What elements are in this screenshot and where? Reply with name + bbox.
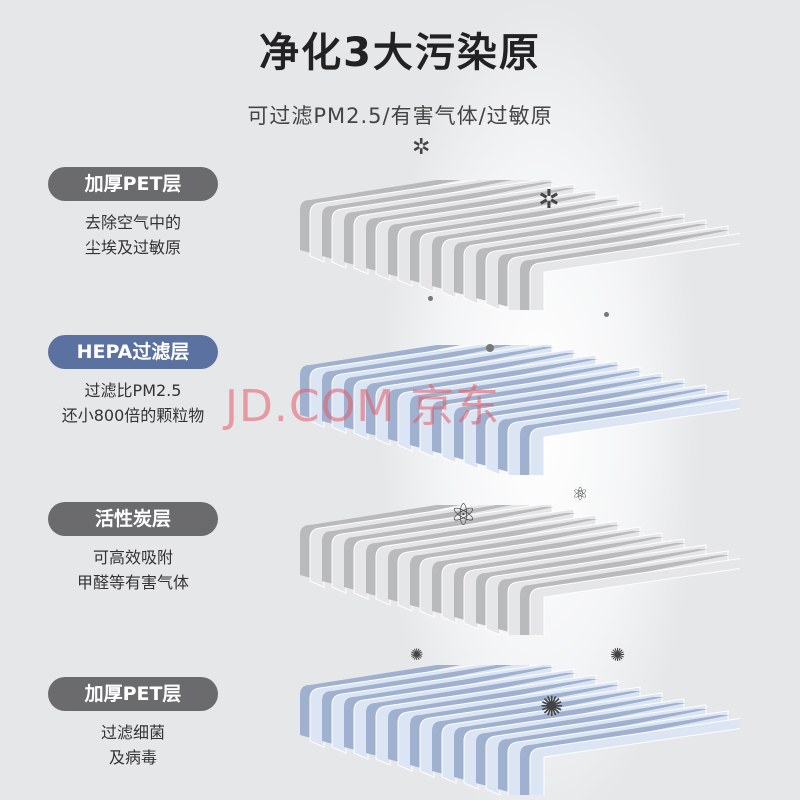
filter-pleat <box>322 345 513 427</box>
layer-desc: 可高效吸附甲醛等有害气体 <box>76 548 189 592</box>
layer-label: 加厚PET层 <box>48 167 218 201</box>
filter-pleat <box>300 345 461 421</box>
layer-label: HEPA过滤层 <box>48 335 218 369</box>
page-title: 净化3大污染原 <box>259 30 541 76</box>
filter-pleat <box>300 180 461 256</box>
filter-layer-pet-2 <box>300 665 740 795</box>
virus-icon: ✺ <box>540 690 564 723</box>
filter-pleat <box>322 505 513 587</box>
filter-pleat <box>529 232 740 310</box>
dust-mite-icon: ✲ <box>412 135 431 160</box>
filter-pleat <box>322 180 513 262</box>
filter-pleat <box>300 505 461 581</box>
layer-label: 活性炭层 <box>48 502 218 536</box>
layer-desc: 去除空气中的尘埃及过敏原 <box>84 213 181 257</box>
virus-icon: ✺ <box>410 645 424 664</box>
particle-icon <box>486 344 494 352</box>
molecule-icon: ⚛ <box>450 498 477 533</box>
layer-label: 加厚PET层 <box>48 677 218 711</box>
filter-pleat <box>529 717 740 795</box>
filter-pleat <box>322 665 513 747</box>
filter-pleat <box>529 397 740 475</box>
watermark: JD.COM 京东 <box>225 381 501 432</box>
particle-icon <box>428 296 433 301</box>
virus-icon: ✺ <box>610 645 626 666</box>
particle-icon <box>604 312 609 317</box>
filter-pleat <box>529 557 740 635</box>
filter-layer-pet <box>300 180 740 310</box>
filter-layer-hepa <box>300 345 740 475</box>
page-subtitle: 可过滤PM2.5/有害气体/过敏原 <box>247 104 553 128</box>
molecule-icon: ⚛ <box>572 484 589 505</box>
filter-pleat <box>300 665 461 741</box>
dust-mite-icon: ✲ <box>538 185 560 215</box>
filter-layer-carbon <box>300 505 740 635</box>
layer-desc: 过滤细菌及病毒 <box>100 723 165 767</box>
